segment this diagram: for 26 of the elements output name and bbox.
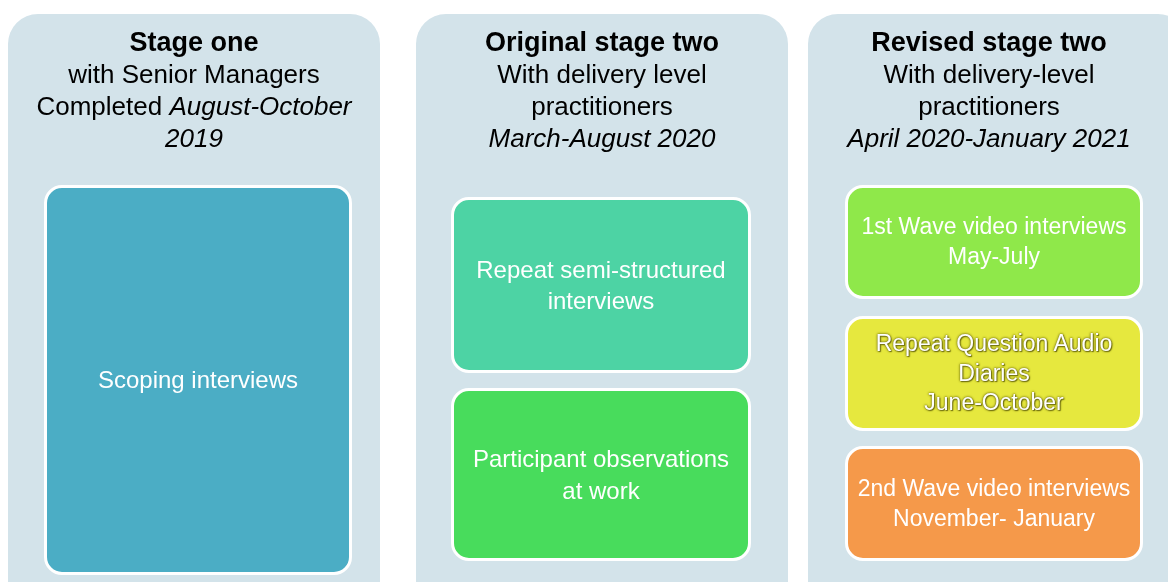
panel-heading: Original stage two [483, 26, 720, 59]
box-text: 1st Wave video interviews [861, 212, 1127, 242]
box-text: June-October [924, 388, 1064, 418]
panel-subheading: With delivery-level practitioners [882, 59, 1096, 124]
panel-subheading: With delivery level practitioners [496, 59, 708, 124]
panel-subheading: March-August 2020 [487, 123, 717, 156]
stage-panel [808, 14, 1168, 582]
activity-box [845, 446, 1143, 561]
box-text: Repeat Question Audio Diaries [874, 328, 1114, 388]
box-text: 2nd Wave video interviews [857, 473, 1131, 503]
stage-panel [8, 14, 380, 582]
panel-heading: Revised stage two [870, 26, 1108, 59]
panel-subheading: with Senior Managers Completed August-October 2019 [35, 59, 354, 156]
activity-box [845, 185, 1143, 299]
box-text: November- January [893, 503, 1095, 533]
box-text: May-July [948, 242, 1040, 271]
activity-box [845, 316, 1143, 431]
activity-box [44, 185, 352, 575]
panel-heading: Stage one [128, 26, 260, 59]
activity-box [451, 388, 751, 561]
box-text: Repeat semi-structured interviews [475, 254, 727, 316]
panel-subheading: April 2020-January 2021 [845, 123, 1132, 156]
box-text: Scoping interviews [97, 365, 299, 396]
activity-box [451, 197, 751, 373]
stage-panel [416, 14, 788, 582]
box-text: Participant observations at work [471, 444, 731, 506]
